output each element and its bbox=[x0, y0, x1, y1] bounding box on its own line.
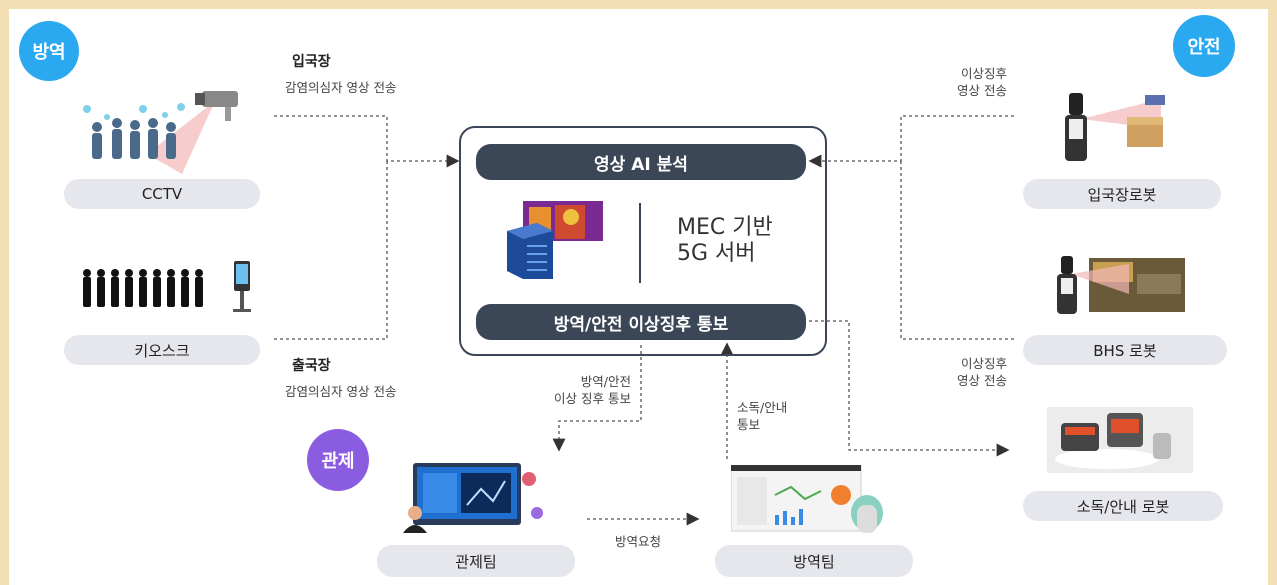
exit-connector bbox=[274, 161, 388, 340]
quarantine-team-label: 방역팀 bbox=[715, 545, 913, 577]
kiosk-illustration bbox=[79, 261, 254, 316]
bhs-robot-label: BHS 로봇 bbox=[1023, 335, 1227, 365]
notice-to-control-connector bbox=[552, 345, 642, 452]
notice-line-1: 방역/안전 bbox=[580, 374, 631, 389]
server-description: MEC 기반 5G 서버 bbox=[677, 215, 773, 267]
exit-title: 출국장 bbox=[292, 358, 331, 374]
anomaly-notice-bar: 방역/안전 이상징후 통보 bbox=[476, 304, 806, 340]
ai-analysis-bar: 영상 AI 분석 bbox=[476, 144, 806, 180]
anomaly-bottom-line-2: 영상 전송 bbox=[957, 373, 1007, 388]
guide-line-1: 소독/안내 bbox=[737, 400, 788, 415]
bhs-robot-illustration bbox=[1049, 254, 1189, 316]
control-team-label: 관제팀 bbox=[377, 545, 575, 577]
entry-robot-illustration bbox=[1061, 89, 1171, 169]
guide-caption: 소독/안내 통보 bbox=[737, 399, 787, 433]
server-line-2: 5G 서버 bbox=[677, 241, 756, 266]
connector-lines bbox=[274, 115, 1014, 526]
entry-desc: 감염의심자 영상 전송 bbox=[285, 80, 397, 95]
ai-analysis-box bbox=[459, 126, 827, 356]
cctv-illustration bbox=[77, 79, 247, 179]
server-line-1: MEC 기반 bbox=[677, 215, 773, 240]
section-badge-quarantine: 방역 bbox=[19, 21, 79, 81]
robot-connector-top bbox=[808, 115, 1014, 168]
section-badge-safety: 안전 bbox=[1173, 15, 1235, 77]
anomaly-transmit-bottom: 이상징후 영상 전송 bbox=[937, 355, 1007, 389]
kiosk-label: 키오스크 bbox=[64, 335, 260, 365]
anomaly-top-line-2: 영상 전송 bbox=[957, 83, 1007, 98]
server-divider bbox=[639, 203, 641, 283]
quarantine-team-illustration bbox=[730, 464, 889, 537]
anomaly-bottom-line-1: 이상징후 bbox=[960, 356, 1007, 371]
anomaly-transmit-top: 이상징후 영상 전송 bbox=[937, 65, 1007, 99]
control-team-illustration bbox=[401, 461, 551, 533]
exit-desc: 감염의심자 영상 전송 bbox=[285, 384, 397, 399]
disinfect-robot-illustration bbox=[1047, 407, 1193, 473]
guide-line-2: 통보 bbox=[737, 417, 761, 432]
notice-line-2: 이상 징후 통보 bbox=[554, 391, 631, 406]
cctv-label: CCTV bbox=[64, 179, 260, 209]
diagram-canvas: 방역 안전 관제 입국장 감염의심자 영상 전송 출국장 감염의심자 영상 전송… bbox=[9, 9, 1268, 585]
robot-connector-bhs bbox=[900, 161, 1014, 340]
section-badge-control: 관제 bbox=[307, 429, 369, 491]
entry-connector bbox=[274, 115, 460, 168]
disinfect-robot-label: 소독/안내 로봇 bbox=[1023, 491, 1223, 521]
entry-robot-label: 입국장로봇 bbox=[1023, 179, 1221, 209]
notice-caption: 방역/안전 이상 징후 통보 bbox=[529, 373, 631, 407]
notice-to-robot-connector bbox=[809, 320, 1010, 457]
server-illustration bbox=[501, 201, 611, 281]
anomaly-top-line-1: 이상징후 bbox=[960, 66, 1007, 81]
request-caption: 방역요청 bbox=[615, 534, 662, 549]
entry-title: 입국장 bbox=[292, 54, 331, 70]
